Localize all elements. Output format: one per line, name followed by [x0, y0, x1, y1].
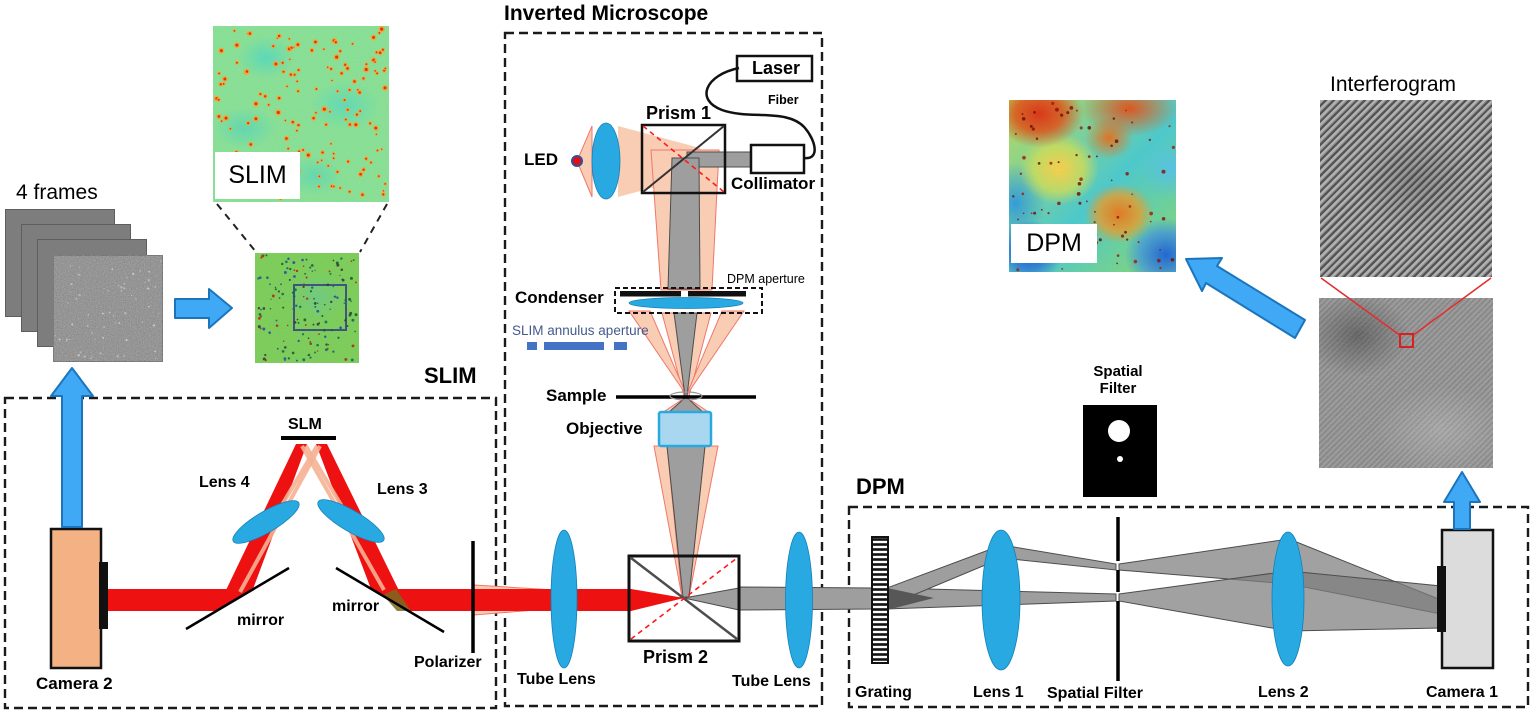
frames-speckle	[54, 260, 162, 360]
tube-lens-right	[785, 531, 813, 669]
slim-image-label: SLIM	[228, 160, 287, 189]
dpm-aperture-label: DPM aperture	[727, 272, 805, 286]
led-label: LED	[524, 150, 558, 169]
laser-box	[735, 54, 814, 83]
slim-annulus-label: SLIM annulus aperture	[512, 323, 649, 338]
prism-2	[627, 554, 741, 643]
lens-1	[981, 529, 1021, 671]
spatial-filter-mask	[1083, 405, 1157, 497]
fiber-label: Fiber	[768, 93, 799, 107]
condenser-lens	[628, 297, 744, 309]
flow-arrows	[50, 257, 1481, 530]
slm-label: SLM	[288, 416, 322, 433]
white-light-beam	[473, 125, 745, 616]
lens2-label: Lens 2	[1258, 684, 1309, 701]
lens-3	[317, 499, 385, 543]
camera-1-body	[1440, 528, 1495, 670]
lens4-label: Lens 4	[199, 474, 250, 491]
collimator-label: Collimator	[731, 174, 816, 193]
slim-image-label-box: SLIM	[215, 152, 300, 199]
mirror-left-label: mirror	[237, 612, 285, 629]
objective-label: Objective	[566, 419, 643, 438]
interferogram-to-dpm-arrow	[1185, 257, 1306, 339]
small-phase-speckle	[257, 254, 358, 362]
led-lens	[591, 122, 621, 200]
fiber-cable	[705, 66, 816, 160]
inset-connectors	[216, 203, 1492, 348]
four-frames-label: 4 frames	[16, 181, 98, 204]
interferogram-title: Interferogram	[1330, 73, 1457, 96]
spatial-filter-label: Spatial Filter	[1047, 685, 1144, 702]
slim-module-box	[3, 396, 498, 710]
led-source	[571, 155, 583, 167]
interferogram-zoom-box	[1399, 333, 1414, 348]
dpm-module-title: DPM	[856, 474, 905, 499]
condenser-box	[614, 287, 763, 314]
mirror-left	[185, 566, 290, 631]
prism1-label: Prism 1	[646, 103, 712, 123]
objective	[657, 410, 713, 448]
optical-components	[49, 54, 1495, 681]
camera1-to-interferogram-arrow	[1443, 471, 1481, 530]
condenser-label: Condenser	[515, 288, 604, 307]
tube-lens-left-label: Tube Lens	[517, 671, 596, 688]
slim-annulus-aperture	[527, 342, 627, 350]
grating-element	[871, 536, 889, 664]
grating-label: Grating	[855, 684, 912, 701]
lens3-label: Lens 3	[377, 481, 428, 498]
tube-lens-right-label: Tube Lens	[732, 673, 811, 690]
slim-module-title: SLIM	[424, 363, 477, 388]
lens-4	[232, 500, 300, 544]
camera2-label: Camera 2	[36, 674, 113, 693]
camera-1-sensor	[1437, 566, 1446, 632]
prism-1	[640, 123, 727, 195]
mirror-right	[335, 566, 445, 634]
laser-label: Laser	[752, 58, 801, 78]
polarizer-label: Polarizer	[414, 654, 482, 671]
camera-2-body	[49, 527, 103, 670]
inverted-microscope-box	[503, 31, 824, 708]
lens1-label: Lens 1	[973, 684, 1024, 701]
tube-lens-left	[550, 529, 578, 669]
camera1-label: Camera 1	[1426, 684, 1499, 701]
dpm-aperture-bar-right	[688, 291, 746, 297]
dpm-image-label: DPM	[1026, 228, 1082, 257]
frames-to-phase-arrow	[174, 288, 233, 329]
mirror-right-label: mirror	[332, 598, 380, 615]
spatial-filter-mask-label: Spatial Filter	[1093, 363, 1143, 397]
collimator-box	[749, 143, 806, 175]
prism2-label: Prism 2	[643, 647, 709, 667]
red-beam	[100, 444, 684, 611]
inverted-microscope-title: Inverted Microscope	[504, 2, 709, 25]
lens-2	[1271, 531, 1305, 667]
dpm-aperture-bar-left	[620, 291, 681, 297]
dpm-image-label-box: DPM	[1011, 224, 1097, 263]
camera-2-sensor	[99, 562, 108, 629]
camera2-to-frames-arrow	[50, 367, 94, 528]
sample-label: Sample	[546, 386, 607, 405]
